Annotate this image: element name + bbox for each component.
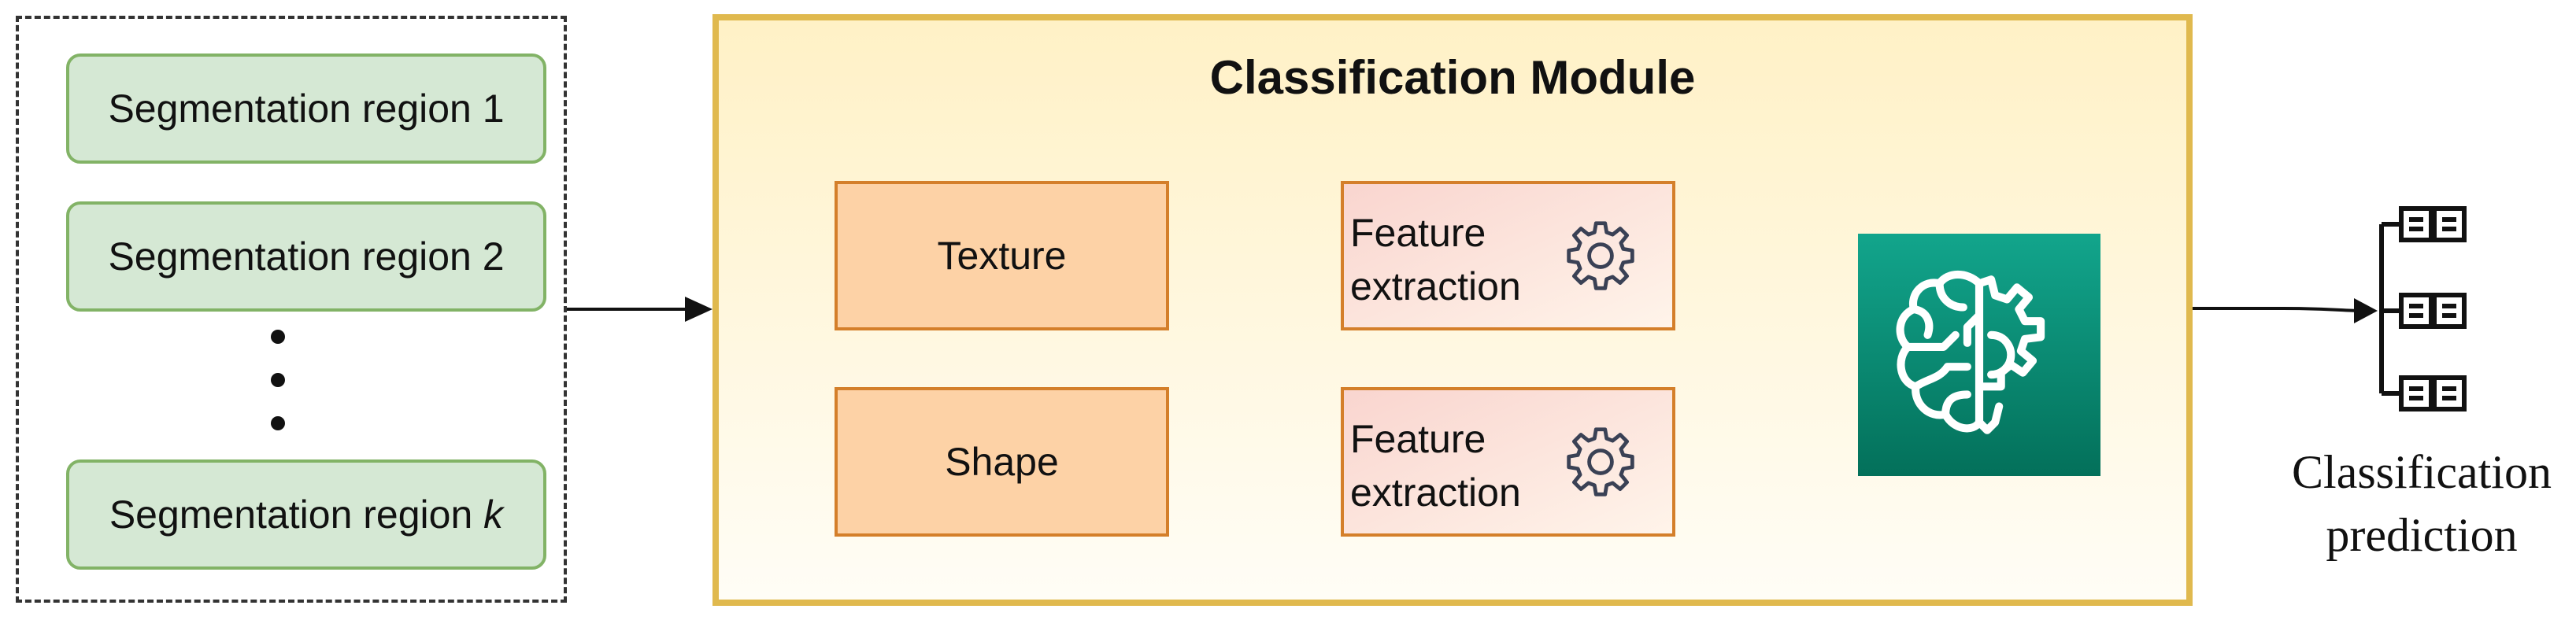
segmentation-region-1: Segmentation region 1	[66, 54, 546, 164]
hierarchy-icon	[2379, 206, 2467, 411]
feature-extraction-line2: extraction	[1350, 264, 1521, 308]
feature-extraction-line1: Feature	[1350, 417, 1486, 461]
feature-extraction-line1: Feature	[1350, 211, 1486, 255]
dot	[271, 373, 285, 387]
brain-gear-icon	[1896, 271, 2045, 434]
segmentation-region-2: Segmentation region 2	[66, 201, 546, 312]
segmentation-region-1-label: Segmentation region 1	[108, 87, 505, 131]
ellipsis-dots	[19, 330, 564, 448]
gear-icon	[1567, 221, 1634, 290]
texture-box: Texture	[835, 181, 1169, 330]
classification-prediction-label: Classification prediction	[2267, 441, 2576, 566]
arrow-module-to-prediction	[2193, 298, 2378, 323]
feature-extraction-shape: Feature extraction	[1341, 387, 1675, 537]
segmentation-region-k-prefix: Segmentation region	[109, 493, 484, 537]
feature-extraction-label: Feature extraction	[1350, 412, 1521, 519]
texture-label: Texture	[937, 234, 1067, 278]
segmentation-regions-group: Segmentation region 1 Segmentation regio…	[16, 16, 567, 603]
arrow-segments-to-module	[567, 297, 712, 322]
dot	[271, 416, 285, 430]
prediction-label-line1: Classification	[2292, 446, 2552, 498]
feature-extraction-texture: Feature extraction	[1341, 181, 1675, 330]
module-title: Classification Module	[1209, 51, 1696, 104]
segmentation-region-k-index: k	[483, 493, 504, 537]
shape-label: Shape	[945, 440, 1059, 484]
prediction-label-line2: prediction	[2326, 509, 2518, 561]
segmentation-region-2-label: Segmentation region 2	[108, 234, 505, 279]
feature-extraction-line2: extraction	[1350, 471, 1521, 515]
ml-model-box	[1858, 234, 2100, 476]
feature-extraction-label: Feature extraction	[1350, 206, 1521, 313]
segmentation-region-k-label: Segmentation region k	[109, 492, 503, 537]
dot	[271, 330, 285, 344]
segmentation-region-k: Segmentation region k	[66, 459, 546, 570]
gear-icon	[1567, 427, 1634, 496]
shape-box: Shape	[835, 387, 1169, 537]
